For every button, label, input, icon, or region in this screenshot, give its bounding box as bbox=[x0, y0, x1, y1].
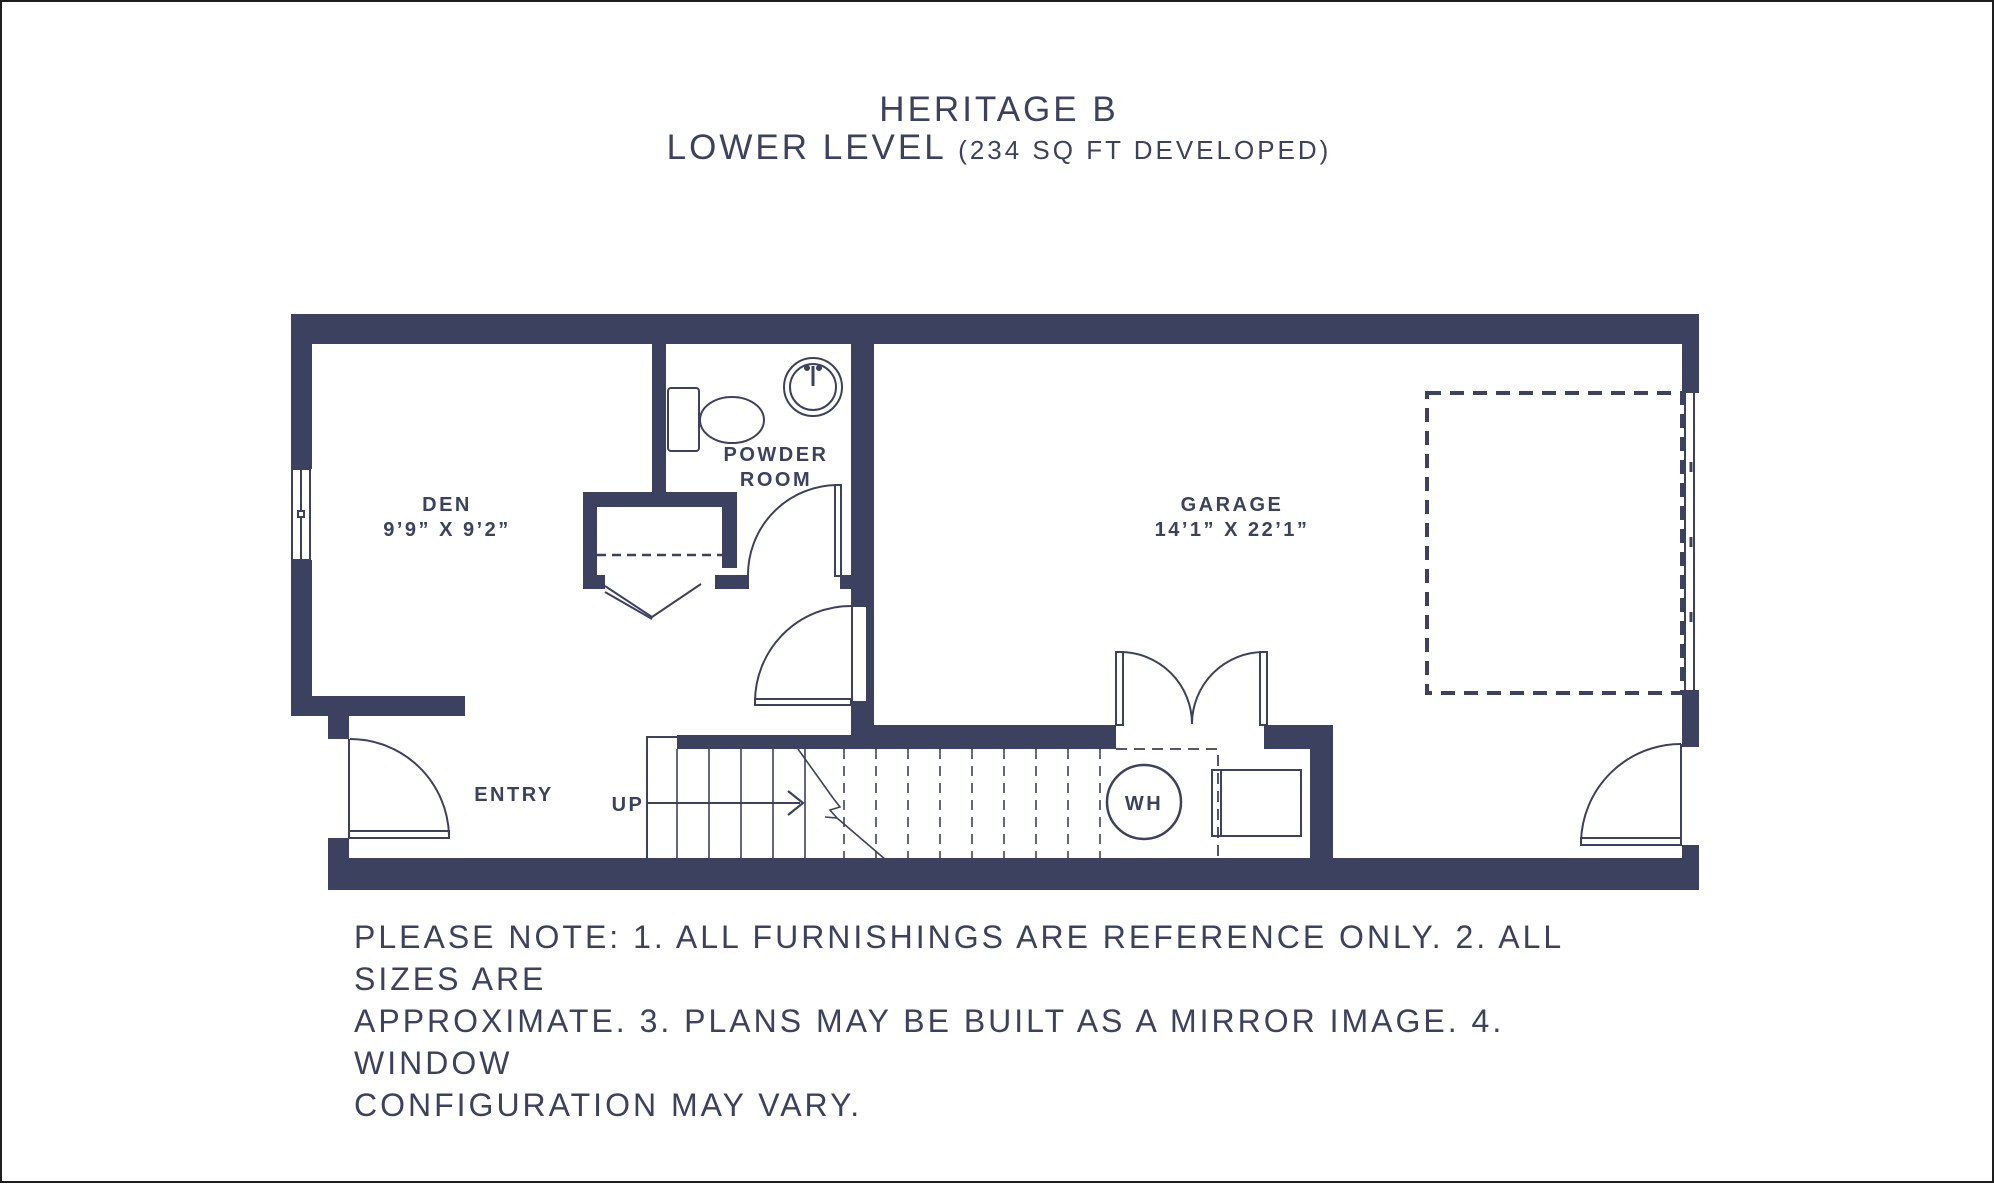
wall-stair-top bbox=[677, 735, 875, 749]
door-entry-panel bbox=[348, 830, 450, 839]
wall-powder-left bbox=[652, 344, 666, 492]
toilet-tank bbox=[667, 387, 700, 452]
utility-door-leaf-left bbox=[1115, 651, 1124, 726]
door-den-panel bbox=[754, 698, 852, 706]
wall-entry-left bbox=[328, 838, 349, 890]
stairs-up-label: UP bbox=[612, 794, 645, 816]
stairs bbox=[646, 736, 1101, 861]
powder-room-label-line2: ROOM bbox=[740, 469, 812, 491]
plan-labels: DEN 9’9” X 9’2” POWDER ROOM GARAGE 14’1”… bbox=[383, 444, 1310, 816]
closet-bifold-door bbox=[604, 591, 653, 620]
utility-door-swing-right bbox=[1191, 651, 1265, 725]
toilet-bowl bbox=[699, 396, 765, 444]
window-den bbox=[291, 468, 311, 561]
wall-closet-right bbox=[722, 492, 737, 568]
wall-top bbox=[291, 314, 1699, 344]
area-note: (234 SQ FT DEVELOPED) bbox=[958, 135, 1332, 165]
wall-utility-top-left bbox=[851, 725, 1116, 749]
wall-left-upper bbox=[291, 314, 312, 469]
plan-disclaimer: PLEASE NOTE: 1. ALL FURNISHINGS ARE REFE… bbox=[354, 919, 1564, 1123]
wall-utility-right bbox=[1310, 725, 1333, 870]
water-heater bbox=[1105, 763, 1183, 841]
fixtures bbox=[291, 357, 1695, 861]
utility-door-leaf-right bbox=[1259, 651, 1268, 726]
wall-right-lower bbox=[1682, 845, 1699, 890]
den-size: 9’9” X 9’2” bbox=[383, 519, 511, 541]
door-den-swing bbox=[754, 605, 852, 703]
wall-closet-jamb-right bbox=[715, 575, 749, 589]
wall-closet-jamb-left bbox=[583, 575, 605, 589]
utility-door-swing-left bbox=[1119, 651, 1193, 725]
door-garage-panel bbox=[1580, 837, 1682, 846]
utility-appliance bbox=[1211, 769, 1302, 837]
sink-tap bbox=[804, 365, 810, 371]
wall-right-mid bbox=[1682, 690, 1699, 747]
wall-bottom bbox=[328, 858, 1699, 890]
garage-label: GARAGE bbox=[1181, 494, 1284, 516]
toilet bbox=[667, 387, 765, 452]
door-den-jamb bbox=[851, 605, 868, 703]
sink bbox=[783, 357, 843, 417]
garage-size: 14’1” X 22’1” bbox=[1155, 519, 1310, 541]
plan-title: HERITAGE B bbox=[879, 90, 1119, 129]
wall-den-bottom bbox=[291, 696, 465, 716]
sink-basin-outer bbox=[783, 357, 843, 417]
wall-right-upper bbox=[1682, 314, 1699, 393]
den-label: DEN bbox=[422, 494, 472, 516]
closet-bifold-door bbox=[604, 583, 702, 619]
wall-powder-right bbox=[851, 344, 874, 590]
wall-powder-jamb bbox=[840, 575, 851, 589]
powder-room-label-line1: POWDER bbox=[724, 444, 829, 466]
wall-entry-jamb bbox=[328, 696, 349, 739]
window-garage bbox=[1684, 393, 1695, 690]
stair-outline bbox=[646, 736, 677, 858]
utility-double-door bbox=[1115, 651, 1268, 726]
door-powder-panel bbox=[834, 484, 842, 577]
den-window-latch bbox=[297, 510, 305, 518]
door-garage-swing bbox=[1580, 743, 1682, 843]
sink-basin-inner bbox=[789, 363, 837, 411]
stair-break-line bbox=[797, 748, 834, 799]
water-heater-label: WH bbox=[1125, 793, 1163, 815]
stair-break-line bbox=[836, 817, 887, 861]
door-entry-swing bbox=[349, 738, 450, 836]
entry-label: ENTRY bbox=[474, 784, 554, 806]
wall-left-lower bbox=[291, 560, 312, 715]
door-powder-swing bbox=[746, 484, 839, 578]
walls bbox=[291, 314, 1699, 890]
sink-tap bbox=[816, 365, 822, 371]
stair-break-zigzag bbox=[824, 797, 842, 819]
level-label: LOWER LEVEL bbox=[666, 128, 946, 167]
utility-space bbox=[1105, 748, 1302, 858]
garage-parking-outline bbox=[1425, 391, 1684, 695]
stair-direction-arrowhead bbox=[787, 790, 805, 816]
plan-subtitle: LOWER LEVEL (234 SQ FT DEVELOPED) bbox=[2, 128, 1994, 168]
wall-closet-left bbox=[583, 492, 597, 589]
wall-closet-top bbox=[583, 492, 737, 507]
